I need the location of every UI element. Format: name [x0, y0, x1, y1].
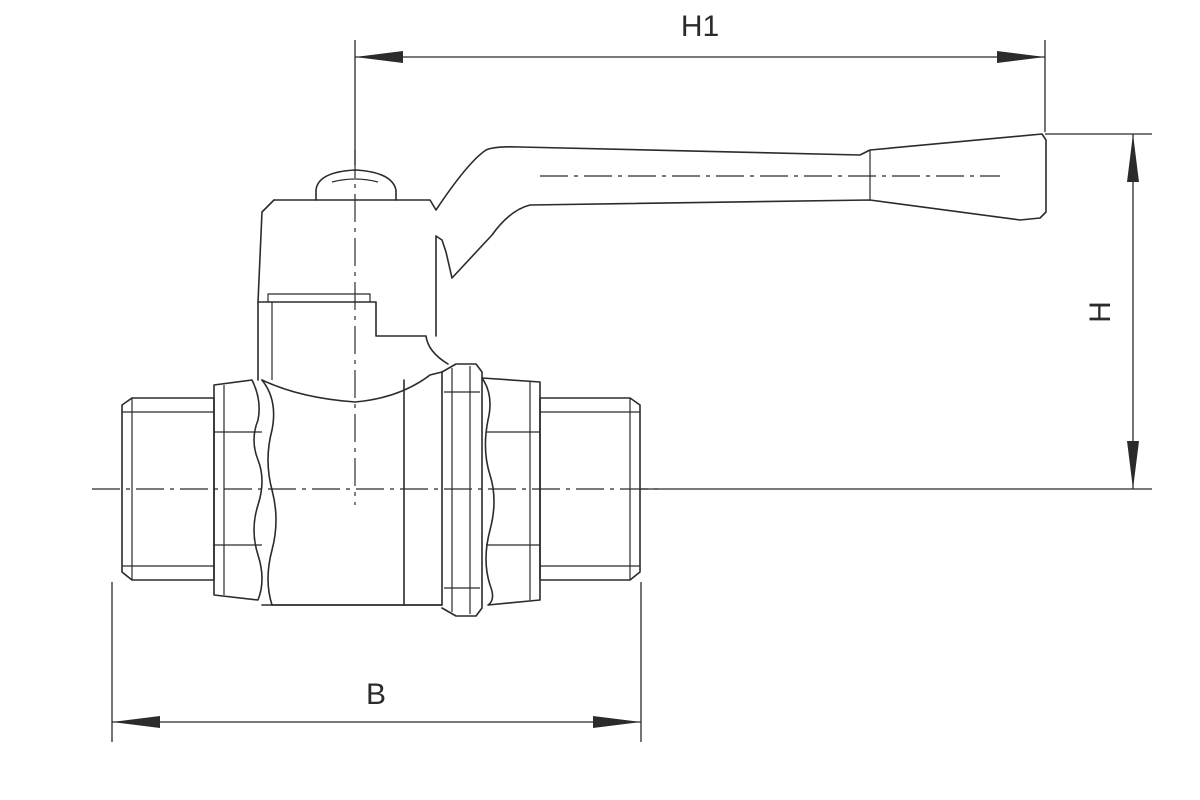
label-b: B — [366, 678, 386, 711]
label-h1: H1 — [681, 10, 719, 43]
dimension-h1 — [354, 40, 1046, 165]
lever-handle — [257, 133, 1047, 337]
dimension-h — [640, 133, 1152, 490]
left-hex-nut — [213, 379, 263, 601]
stem-nut — [315, 169, 397, 201]
valve-body — [257, 293, 449, 606]
dimension-b — [111, 582, 642, 742]
union-ring — [441, 363, 483, 617]
right-thread-end — [539, 397, 641, 581]
label-h: H — [1084, 301, 1117, 323]
right-hex-nut — [481, 377, 541, 606]
center-lines — [92, 150, 1000, 505]
